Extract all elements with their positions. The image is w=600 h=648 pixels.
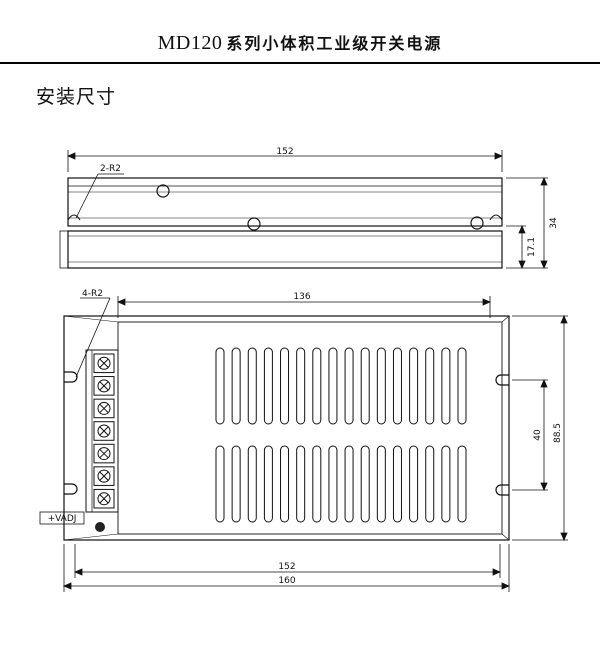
- side-hole-label: 2-R2: [100, 164, 121, 174]
- front-hole-label: 4-R2: [82, 289, 103, 299]
- vent-slot: [344, 347, 354, 425]
- side-mounting-hole: [470, 216, 484, 230]
- terminal-block: [85, 349, 119, 513]
- terminal-screw-slot: [99, 404, 109, 413]
- vent-slot: [247, 445, 257, 523]
- terminal-screw-icon: [97, 447, 111, 461]
- terminal-screw-icon: [97, 379, 111, 393]
- outer-length-label: 160: [278, 576, 295, 586]
- vent-slot: [392, 347, 402, 425]
- vent-slot: [215, 347, 225, 425]
- side-length-dimension: [66, 150, 504, 172]
- vent-span-label: 136: [293, 292, 310, 302]
- terminal-cell: [93, 353, 115, 374]
- pot-label: +VADJ: [48, 514, 77, 524]
- terminal-cell: [93, 488, 115, 509]
- vent-slot: [360, 445, 370, 523]
- vent-span-dimension: [116, 296, 492, 318]
- vent-slot: [425, 445, 435, 523]
- vent-slot: [328, 445, 338, 523]
- vent-slot: [409, 347, 419, 425]
- vent-slot: [376, 347, 386, 425]
- vent-slot: [344, 445, 354, 523]
- vent-slot: [360, 347, 370, 425]
- vent-slot: [392, 445, 402, 523]
- vent-slot: [425, 347, 435, 425]
- vent-slot: [376, 445, 386, 523]
- vent-slot: [457, 445, 467, 523]
- side-mounting-hole: [247, 217, 261, 231]
- vent-slot: [296, 347, 306, 425]
- vent-slot: [280, 445, 290, 523]
- terminal-screw-slot: [99, 494, 109, 504]
- side-height-dimension: [506, 176, 548, 270]
- side-length-label: 152: [276, 147, 293, 157]
- front-hole-leader: [75, 297, 111, 378]
- side-body: [67, 230, 503, 269]
- vent-slot: [312, 347, 322, 425]
- front-inner-panel: [117, 321, 503, 535]
- vent-slot: [215, 445, 225, 523]
- terminal-cell: [93, 398, 115, 419]
- side-top-flange: [67, 177, 503, 227]
- vent-slot: [263, 445, 273, 523]
- terminal-screw-icon: [97, 424, 111, 438]
- width-label: 88.5: [553, 423, 563, 443]
- side-height-label: 34: [549, 217, 559, 229]
- terminal-screw-slot: [99, 358, 109, 368]
- title-rule: [0, 62, 600, 64]
- terminal-cell: [93, 443, 115, 464]
- terminal-screw-slot: [99, 426, 109, 436]
- vent-slot: [263, 347, 273, 425]
- hole-pitch-label: 40: [533, 429, 543, 441]
- front-mounting-notch: [64, 483, 78, 495]
- front-mounting-notch: [495, 484, 509, 496]
- vent-slot-array: [215, 347, 467, 523]
- terminal-cell: [93, 466, 115, 486]
- hole-pitch-dimension: [512, 378, 548, 492]
- vent-slot: [296, 445, 306, 523]
- front-mounting-notch: [64, 371, 78, 383]
- vent-slot: [409, 445, 419, 523]
- terminal-screw-slot: [99, 381, 109, 391]
- vent-slot: [280, 347, 290, 425]
- side-flange-height-label: 17.1: [527, 237, 537, 257]
- adjust-potentiometer: [39, 511, 105, 532]
- vent-slot: [457, 347, 467, 425]
- vent-slot: [441, 445, 451, 523]
- side-view: [59, 177, 503, 269]
- title-subtitle: 系列小体积工业级开关电源: [226, 34, 443, 53]
- vent-slot: [247, 347, 257, 425]
- front-outer-frame: [63, 315, 510, 541]
- model-number: MD120: [157, 32, 223, 54]
- terminal-screw-slot: [99, 471, 109, 481]
- terminal-screw-icon: [97, 469, 111, 483]
- vent-slot: [312, 445, 322, 523]
- outer-length-dimension: [62, 544, 511, 592]
- vent-slot: [441, 347, 451, 425]
- side-mounting-hole: [156, 184, 170, 198]
- section-heading: 安装尺寸: [36, 86, 117, 108]
- terminal-screw-slot: [99, 449, 109, 458]
- front-mounting-notch: [495, 374, 509, 386]
- terminal-screw-icon: [97, 492, 111, 506]
- vent-slot: [328, 347, 338, 425]
- terminal-screw-icon: [97, 356, 111, 370]
- terminal-cell: [93, 421, 115, 441]
- terminal-cell: [93, 376, 115, 396]
- side-hole-leader: [75, 173, 124, 219]
- terminal-screw-icon: [97, 401, 111, 415]
- width-dimension: [512, 314, 568, 542]
- inner-length-label: 152: [278, 562, 295, 572]
- vent-slot: [231, 347, 241, 425]
- vent-slot: [231, 445, 241, 523]
- inner-length-dimension: [73, 544, 502, 578]
